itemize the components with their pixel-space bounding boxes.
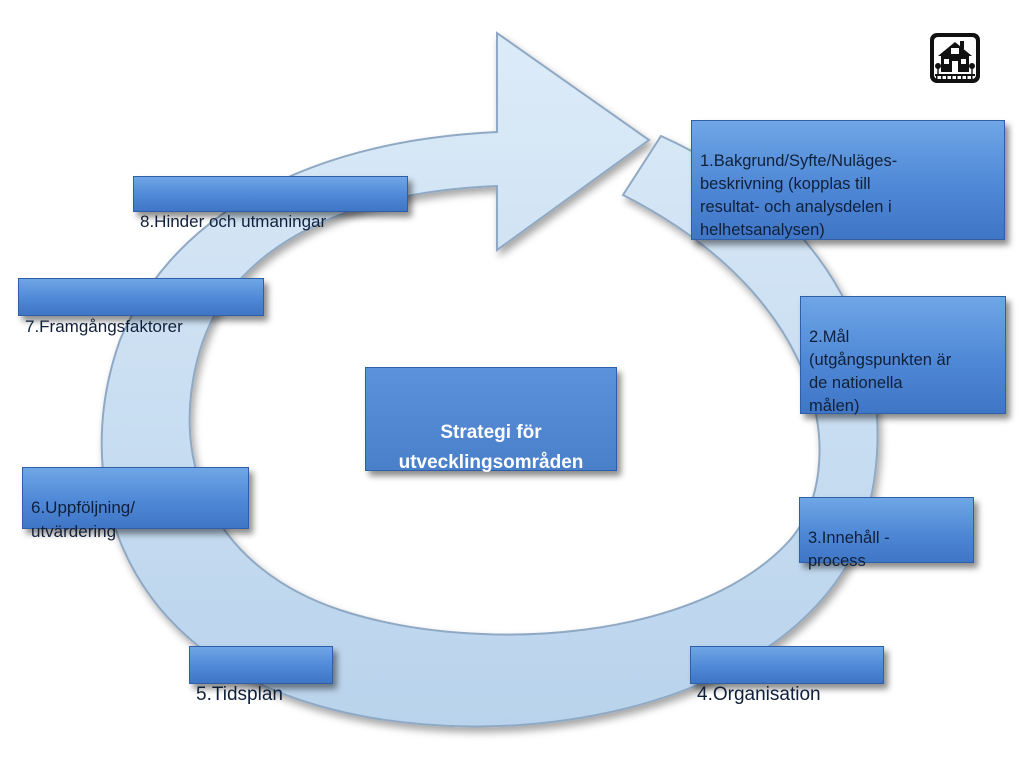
step-3-box: 3.Innehåll - process bbox=[799, 497, 974, 570]
step-1-box: 1.Bakgrund/Syfte/Nuläges- beskrivning (k… bbox=[691, 120, 1005, 240]
step-8-label: 8.Hinder och utmaningar bbox=[140, 212, 327, 231]
step-5-box: 5.Tidsplan bbox=[189, 646, 333, 705]
center-label: Strategi för utvecklingsområden bbox=[398, 422, 584, 473]
step-6-label: 6.Uppföljning/ utvärdering bbox=[31, 498, 135, 541]
house-icon[interactable] bbox=[929, 32, 981, 84]
step-7-box: 7.Framgångsfaktorer bbox=[18, 278, 264, 336]
step-7-label: 7.Framgångsfaktorer bbox=[25, 317, 183, 336]
center-box: Strategi för utvecklingsområden bbox=[365, 367, 617, 473]
step-2-label: 2.Mål (utgångspunkten är de nationella m… bbox=[809, 328, 952, 415]
step-3-label: 3.Innehåll - process bbox=[808, 529, 890, 570]
step-2-box: 2.Mål (utgångspunkten är de nationella m… bbox=[800, 296, 1006, 415]
step-6-box: 6.Uppföljning/ utvärdering bbox=[22, 467, 249, 541]
step-4-label: 4.Organisation bbox=[697, 684, 821, 705]
step-5-label: 5.Tidsplan bbox=[196, 684, 283, 705]
step-8-box: 8.Hinder och utmaningar bbox=[133, 176, 408, 231]
step-1-label: 1.Bakgrund/Syfte/Nuläges- beskrivning (k… bbox=[700, 152, 898, 239]
step-4-box: 4.Organisation bbox=[690, 646, 884, 705]
